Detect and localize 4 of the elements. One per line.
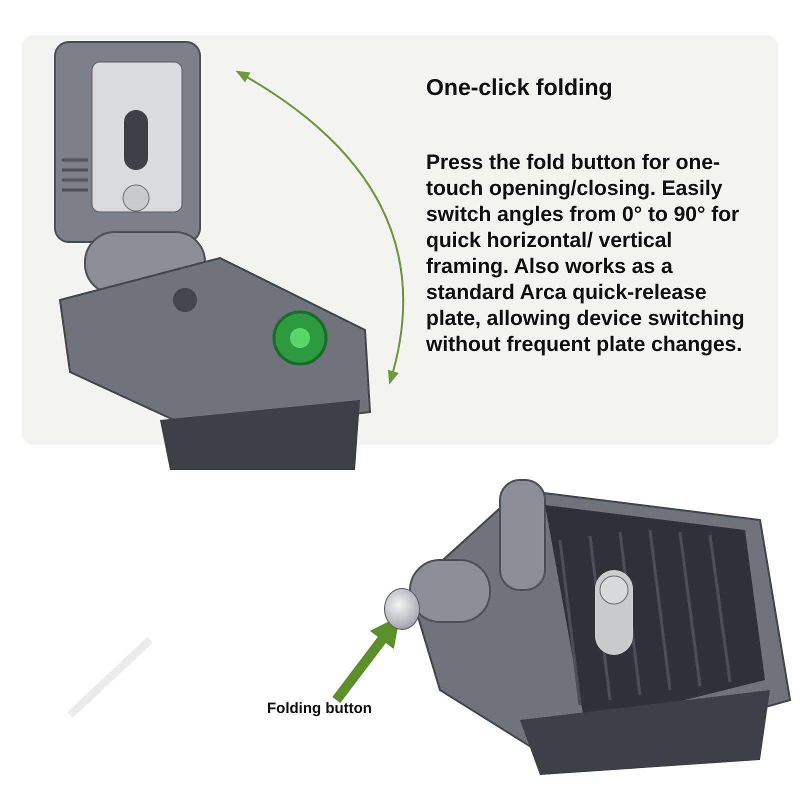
description-paragraph: Press the fold button for one-touch opening/closing. Easily switch angles from 0° to 90° for quick horizontal/ vertical framing. Also works as a standard Arca quick-release plate, allowing device switching without frequent plate changes. xyxy=(426,150,746,358)
heading: One-click folding xyxy=(426,74,613,101)
callout-label: Folding button xyxy=(267,700,372,717)
fold-button xyxy=(384,588,420,630)
